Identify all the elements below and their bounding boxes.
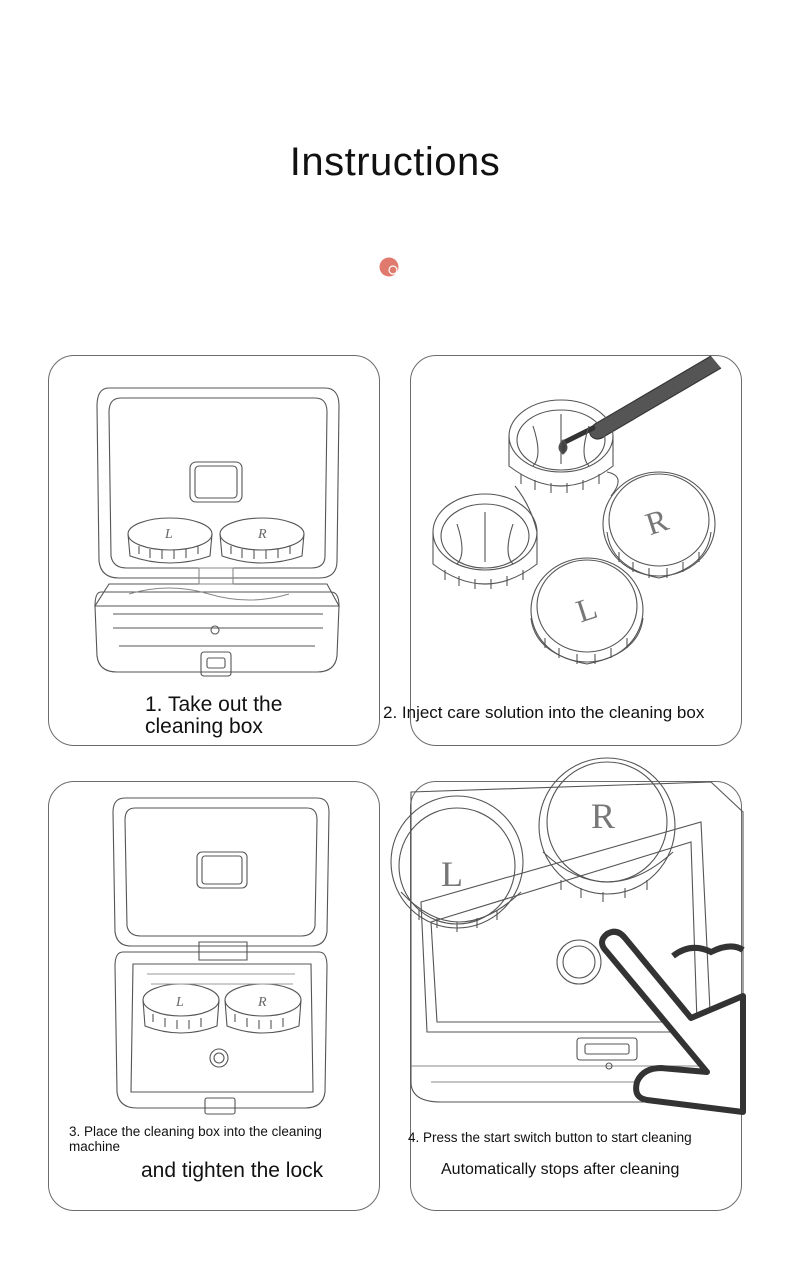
- step-3-caption-line1: 3. Place the cleaning box into the clean…: [69, 1124, 322, 1154]
- press-button-illustration: L R: [390, 757, 746, 1115]
- step-4-card: L R 4. Press the start switch button to …: [390, 757, 746, 1211]
- right-mark: R: [257, 527, 267, 542]
- left-mark: L: [164, 527, 173, 542]
- open-machine-illustration: L R: [112, 797, 330, 1115]
- step-1-card: L R 1. Take out the cleaning box: [48, 355, 380, 746]
- step-4-caption-line1: 4. Press the start switch button to star…: [408, 1130, 692, 1145]
- finger-press-icon: [599, 928, 746, 1115]
- left-mark: L: [441, 854, 463, 894]
- step-2-caption: 2. Inject care solution into the cleanin…: [383, 703, 705, 722]
- red-dot-icon: [379, 257, 399, 277]
- step-4-caption-line2: Automatically stops after cleaning: [441, 1161, 680, 1178]
- right-mark: R: [257, 995, 267, 1010]
- right-cap-mark: R: [641, 501, 673, 542]
- page-title: Instructions: [289, 140, 501, 184]
- closed-lid-box-illustration: L R: [93, 387, 340, 677]
- step-2-card: R L 2. Inject care solution into the cle…: [383, 355, 742, 746]
- left-cap-mark: L: [572, 589, 602, 629]
- right-mark: R: [591, 796, 615, 836]
- step-3-caption-line2: and tighten the lock: [141, 1159, 324, 1182]
- step-3-card: L R 3. Place the cleaning box into the c…: [48, 781, 380, 1211]
- case-and-caps-illustration: R L: [432, 355, 722, 665]
- step-1-caption: 1. Take out the cleaning box: [145, 693, 283, 739]
- left-mark: L: [175, 995, 184, 1010]
